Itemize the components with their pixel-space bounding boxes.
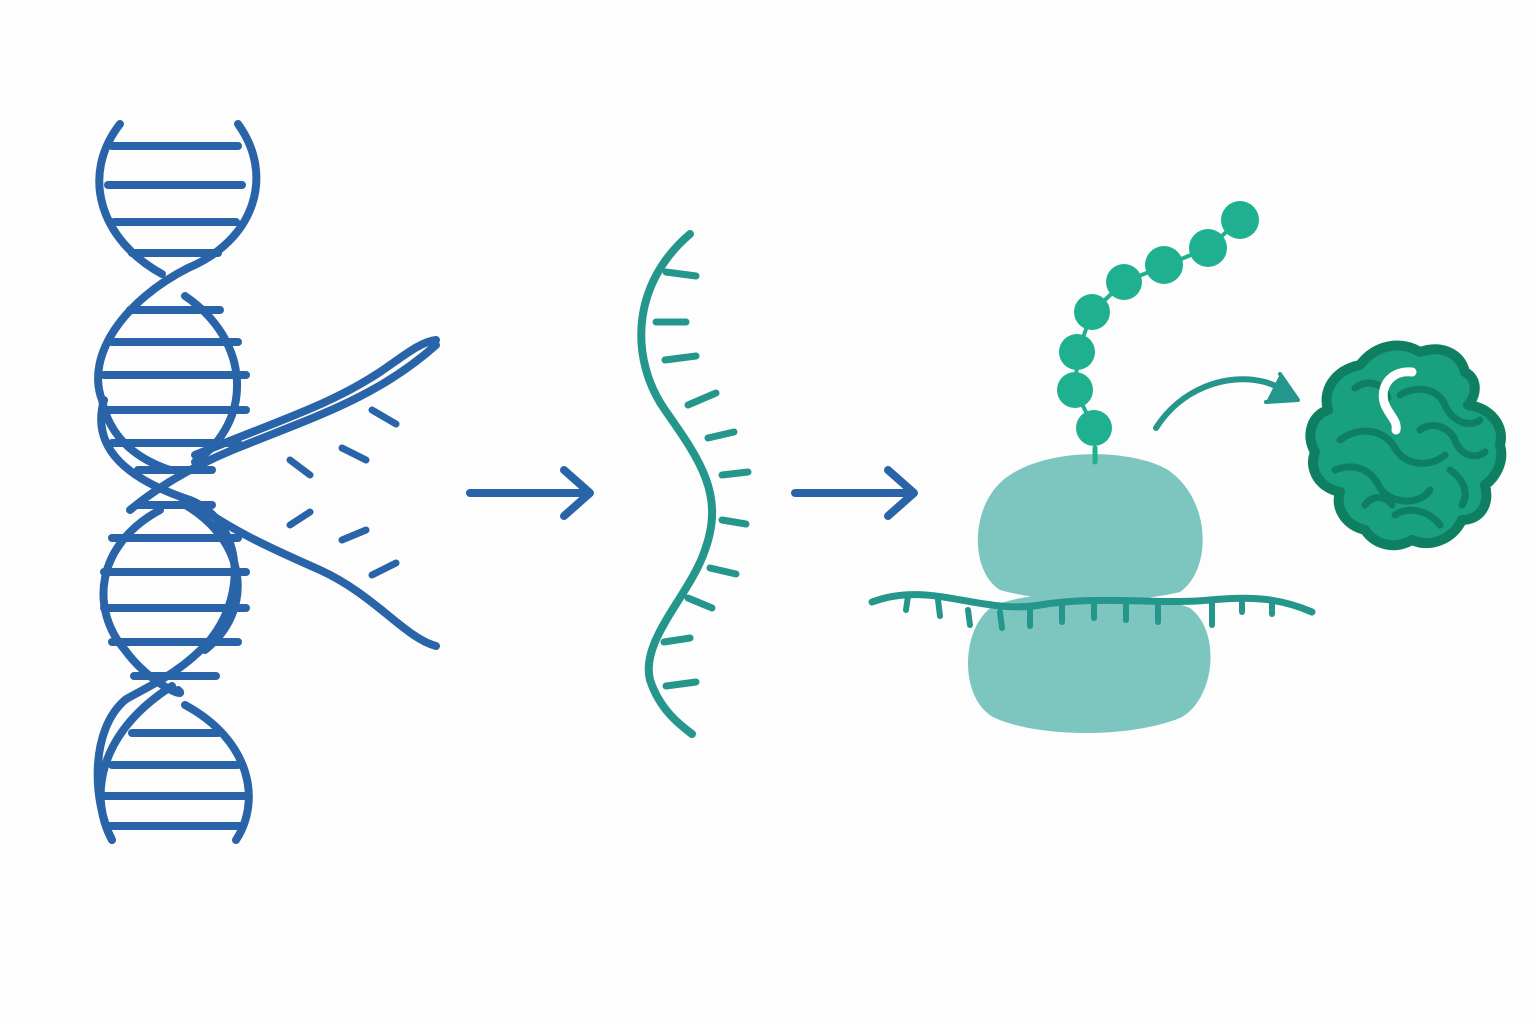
protein-outline — [1305, 340, 1507, 551]
dna-unwound-strand-upper — [126, 341, 440, 514]
ribosome-small-subunit — [967, 592, 1211, 733]
ribosome-mrna — [868, 591, 1316, 631]
mrna-bases — [652, 268, 752, 690]
mrna-backbone — [637, 230, 717, 738]
folding-arrow-icon — [1153, 372, 1300, 431]
translation-arrow-icon — [791, 466, 918, 520]
ribosome-icon — [868, 445, 1316, 733]
protein-highlight-loop — [1378, 367, 1417, 435]
protein-folds — [1331, 379, 1489, 529]
folded-protein-icon — [1305, 340, 1507, 551]
ribosome-large-subunit — [977, 454, 1203, 601]
dna-double-helix-icon — [93, 120, 440, 844]
dna-base-pairs — [100, 142, 250, 830]
mrna-strand-icon — [637, 230, 752, 738]
dna-strand-a — [95, 120, 242, 844]
dna-unwound-strand-lower — [186, 496, 440, 650]
polypeptide-chain-icon — [1057, 201, 1259, 446]
amino-acids — [1057, 201, 1259, 446]
transcription-arrow-icon — [466, 466, 594, 520]
dna-strand-crossing — [93, 396, 239, 844]
free-nucleotides — [286, 406, 400, 579]
dna-unwound-strand-top — [191, 336, 440, 459]
dna-strand-b — [94, 120, 261, 844]
